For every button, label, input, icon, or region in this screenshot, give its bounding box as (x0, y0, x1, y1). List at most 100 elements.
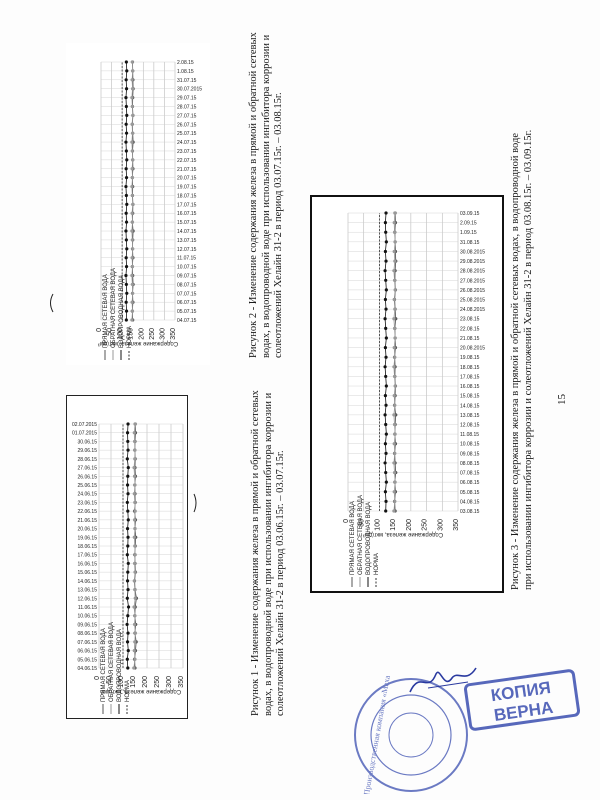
data-point (132, 431, 136, 435)
category-tick-label: 26.07.15 (177, 122, 197, 128)
category-tick-label: 23.07.15 (177, 149, 197, 155)
data-point (383, 394, 387, 398)
category-tick-label: 31.08.15 (460, 240, 480, 246)
data-point (393, 336, 397, 340)
data-point (124, 149, 128, 153)
category-tick-label: 16.07.15 (177, 211, 197, 217)
data-point (125, 291, 129, 295)
category-tick-label: 09.08.15 (460, 451, 480, 457)
category-tick-label: 08.06.15 (78, 631, 98, 637)
category-tick-label: 22.06.15 (78, 509, 98, 515)
data-point (125, 640, 130, 644)
data-point (384, 355, 388, 359)
data-point (384, 307, 388, 311)
data-point (133, 526, 137, 531)
data-point (130, 104, 134, 109)
category-tick-label: 27.06.15 (78, 466, 98, 472)
data-point (124, 131, 129, 135)
data-point (126, 570, 130, 574)
data-point (384, 211, 388, 215)
data-point (383, 413, 387, 417)
data-point (124, 184, 128, 189)
data-point (384, 374, 388, 379)
legend-label: ПРЯМАЯ СЕТЕВАЯ ВОДА (103, 274, 109, 348)
data-point (126, 605, 131, 609)
data-point (133, 614, 137, 618)
scan-mark-icon (193, 493, 197, 513)
data-point (126, 561, 130, 566)
category-tick-label: 11.06.15 (78, 605, 97, 611)
data-point (383, 442, 387, 446)
category-tick-label: 26.06.15 (78, 474, 98, 480)
category-tick-label: 21.07.15 (177, 167, 197, 173)
data-point (132, 465, 136, 470)
data-point (125, 113, 129, 117)
data-point (124, 95, 128, 100)
caption-fig1-line: солеотложений Хелайн 31-2 в период 03.06… (275, 450, 286, 716)
category-tick-label: 18.08.15 (460, 365, 480, 371)
data-point (130, 78, 134, 82)
data-point (393, 355, 397, 359)
category-tick-label: 20.06.15 (78, 527, 98, 533)
data-point (133, 509, 137, 513)
data-point (392, 422, 397, 427)
data-point (124, 229, 128, 233)
data-point (392, 317, 396, 321)
data-point (392, 230, 397, 234)
data-point (392, 278, 397, 282)
data-point (125, 622, 129, 627)
category-tick-label: 12.06.15 (78, 596, 98, 602)
data-point (132, 579, 136, 583)
data-point (126, 631, 130, 635)
data-point (133, 570, 137, 574)
legend-label: НОРМА (374, 553, 380, 575)
caption-fig3-line: при использовании ингибитора коррозии и … (522, 129, 534, 590)
data-point (384, 288, 388, 292)
data-point (392, 297, 396, 302)
data-point (125, 596, 129, 600)
data-point (392, 413, 396, 417)
legend-label: ВОДОПРОВОДНАЯ ВОДА (119, 275, 125, 348)
data-point (132, 561, 137, 566)
category-tick-label: 21.06.15 (78, 518, 98, 524)
series-line (384, 212, 387, 512)
data-point (125, 431, 130, 435)
data-point (124, 273, 128, 278)
data-point (383, 345, 387, 350)
category-tick-label: 09.07.15 (177, 274, 197, 280)
category-tick-label: 04.08.15 (460, 499, 480, 505)
category-tick-label: 19.08.15 (460, 355, 480, 361)
value-tick-label: 50 (106, 676, 113, 684)
caption-fig2-line: солеотложений Хелайн 31-2 в период 03.07… (273, 92, 284, 358)
data-point (130, 300, 134, 304)
value-tick-label: 250 (149, 328, 156, 340)
data-point (132, 492, 136, 496)
category-tick-label: 13.06.15 (78, 588, 98, 594)
category-tick-label: 11.07.15 (177, 256, 196, 262)
data-point (384, 240, 388, 244)
data-point (124, 140, 128, 144)
legend-entry: НОРМА (125, 680, 131, 714)
data-point (124, 238, 128, 242)
legend-label: ПРЯМАЯ СЕТЕВАЯ ВОДА (101, 628, 107, 702)
data-point (133, 500, 137, 505)
series-line (394, 212, 397, 512)
data-point (131, 247, 135, 251)
data-point (393, 384, 397, 388)
data-point (130, 184, 134, 189)
category-tick-label: 14.06.15 (78, 579, 98, 585)
category-tick-label: 06.08.15 (460, 480, 480, 486)
data-point (130, 131, 135, 135)
data-point (125, 158, 129, 162)
data-point (130, 193, 134, 198)
data-point (130, 309, 135, 313)
data-point (124, 282, 128, 287)
legend-entry: ПРЯМАЯ СЕТЕВАЯ ВОДА (350, 501, 356, 587)
value-tick-label: 150 (130, 676, 137, 688)
data-point (130, 265, 135, 269)
data-point (126, 465, 130, 470)
category-tick-label: 26.08.2015 (460, 288, 485, 294)
category-tick-label: 19.07.15 (177, 185, 197, 191)
category-tick-label: 20.08.2015 (460, 346, 485, 352)
legend-label: НОРМА (125, 680, 131, 702)
